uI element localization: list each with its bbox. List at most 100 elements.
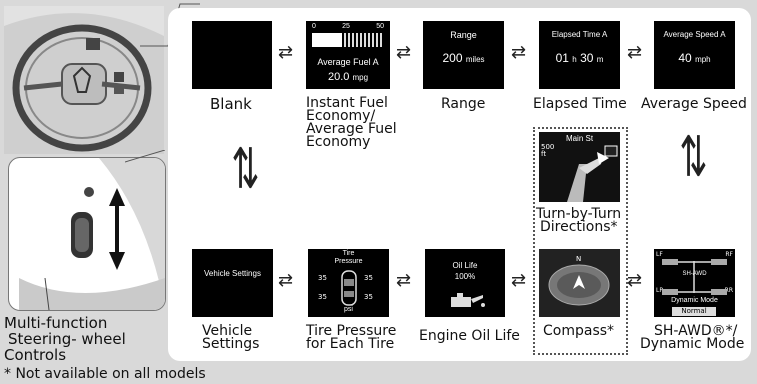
range-unit: miles	[465, 55, 485, 64]
swap-arrow-1: ⇄	[278, 42, 294, 63]
avg-speed-value-line: 40 mph	[654, 51, 735, 65]
tbt-distance-block: 500 ft	[541, 144, 554, 158]
range-value: 200	[442, 51, 463, 65]
callout-lines-zoom	[125, 150, 165, 163]
fuel-tick-25: 25	[342, 23, 350, 30]
tbt-arrow-graphic	[567, 145, 618, 202]
blank-caption: Blank	[210, 95, 252, 113]
tbt-caption-1: Turn-by-Turn	[536, 206, 622, 222]
tire-caption-1: Tire Pressure	[306, 323, 397, 339]
range-caption: Range	[441, 96, 486, 112]
multifunction-label-2: Steering- wheel	[8, 330, 126, 348]
tire-rr: 35	[364, 293, 373, 301]
shawd-caption-1: SH-AWD®*/	[654, 323, 738, 339]
avg-speed-unit: mph	[695, 55, 711, 64]
swap-arrow-3: ⇄	[511, 42, 527, 63]
fuel-tick-50: 50	[376, 23, 384, 30]
tire-car-outline	[341, 270, 357, 306]
tbt-street: Main St	[565, 134, 594, 143]
tbt-caption-2: Directions*	[540, 219, 618, 235]
tire-title-1: Tire	[342, 250, 355, 257]
oil-can-icon	[451, 293, 485, 307]
shawd-lf: LF	[656, 251, 663, 258]
avg-speed-caption: Average Speed	[641, 96, 747, 112]
range-value-line: 200 miles	[423, 51, 504, 65]
blank-screen	[192, 21, 272, 89]
instant-fuel-caption-2: Economy/	[306, 108, 376, 124]
control-zoom-drawing	[19, 158, 165, 310]
tire-unit: psi	[344, 306, 353, 313]
dashboard-drawing	[4, 6, 164, 155]
shawd-graphic	[662, 259, 727, 295]
turn-by-turn-screen: Main St 500 ft	[539, 132, 620, 202]
swap-arrow-7: ⇄	[511, 270, 527, 291]
shawd-rf: RF	[725, 251, 733, 258]
instant-fuel-screen: 0 25 50 Average Fuel A 20.0 mpg	[306, 21, 390, 89]
swap-arrow-8: ⇄	[627, 270, 643, 291]
range-title: Range	[450, 30, 477, 40]
swap-arrow-4: ⇄	[627, 42, 643, 63]
elapsed-h-unit: h	[572, 55, 577, 64]
elapsed-caption: Elapsed Time	[533, 96, 627, 112]
oil-life-screen: Oil Life 100%	[425, 249, 505, 317]
tbt-dist-unit: ft	[541, 150, 547, 158]
shawd-mode-label: Dynamic Mode	[671, 297, 718, 304]
average-speed-screen: Average Speed A 40 mph	[654, 21, 735, 89]
compass-north: N	[576, 255, 582, 263]
vehicle-settings-caption-1: Vehicle	[202, 323, 253, 339]
vehicle-settings-caption-2: Settings	[202, 336, 260, 352]
instant-fuel-caption-4: Economy	[306, 134, 371, 150]
tire-caption-2: for Each Tire	[306, 336, 395, 352]
instant-fuel-caption-3: Average Fuel	[306, 121, 397, 137]
tire-fr: 35	[364, 274, 373, 282]
elapsed-title: Elapsed Time A	[551, 30, 608, 39]
swap-arrow-6: ⇄	[396, 270, 412, 291]
shawd-rr: RR	[724, 287, 733, 294]
oil-title: Oil Life	[452, 261, 478, 270]
swap-arrow-2: ⇄	[396, 42, 412, 63]
steering-wheel-illustration	[4, 6, 164, 155]
fuel-gauge-fill	[312, 33, 342, 47]
tire-title-2: Pressure	[334, 258, 363, 265]
oil-caption: Engine Oil Life	[419, 328, 520, 344]
swap-arrow-5: ⇄	[278, 270, 294, 291]
shawd-caption-2: Dynamic Mode	[640, 336, 745, 352]
control-zoom-box	[8, 157, 166, 311]
compass-rose	[548, 264, 610, 306]
fuel-tick-0: 0	[312, 23, 316, 30]
fuel-value: 20.0	[327, 71, 350, 83]
elapsed-m-unit: m	[596, 55, 604, 64]
range-screen: Range 200 miles	[423, 21, 504, 89]
shawd-lr: LR	[656, 287, 664, 294]
elapsed-hours: 01	[555, 51, 569, 65]
tire-fl: 35	[318, 274, 327, 282]
multifunction-label-1: Multi-function	[4, 314, 108, 332]
shawd-screen: LF RF LR RR SH-AWD Dynamic Mode Normal	[654, 249, 735, 317]
tbt-distance: 500	[541, 143, 555, 151]
fuel-gauge-ticks: 0 25 50	[306, 23, 390, 30]
tire-pressure-screen: Tire Pressure 35 35 35 35 psi	[308, 249, 389, 317]
vehicle-settings-screen: Vehicle Settings	[192, 249, 273, 317]
tire-title: Tire Pressure	[308, 250, 389, 266]
shawd-mode-value: Normal	[672, 307, 716, 316]
fuel-value-line: 20.0 mpg	[306, 71, 390, 83]
avg-speed-title: Average Speed A	[663, 30, 726, 39]
elapsed-time-screen: Elapsed Time A 01 h 30 m	[539, 21, 620, 89]
oil-value: 100%	[454, 272, 476, 281]
tire-rl: 35	[318, 293, 327, 301]
elapsed-minutes: 30	[580, 51, 594, 65]
footnote: * Not available on all models	[4, 366, 206, 382]
avg-speed-value: 40	[678, 51, 692, 65]
instant-fuel-caption-1: Instant Fuel	[306, 95, 388, 111]
elapsed-value-line: 01 h 30 m	[539, 51, 620, 65]
compass-caption: Compass*	[543, 323, 615, 339]
vehicle-settings-label: Vehicle Settings	[204, 269, 261, 278]
multifunction-label-3: Controls	[4, 346, 67, 364]
fuel-title: Average Fuel A	[317, 57, 379, 67]
optional-features-box	[533, 127, 628, 355]
fuel-unit: mpg	[352, 73, 369, 82]
shawd-center-label: SH-AWD	[682, 271, 707, 277]
compass-screen: N	[539, 249, 620, 317]
vertical-arrow-left: ⇅	[231, 137, 260, 202]
vertical-arrow-right: ⇅	[679, 125, 708, 190]
